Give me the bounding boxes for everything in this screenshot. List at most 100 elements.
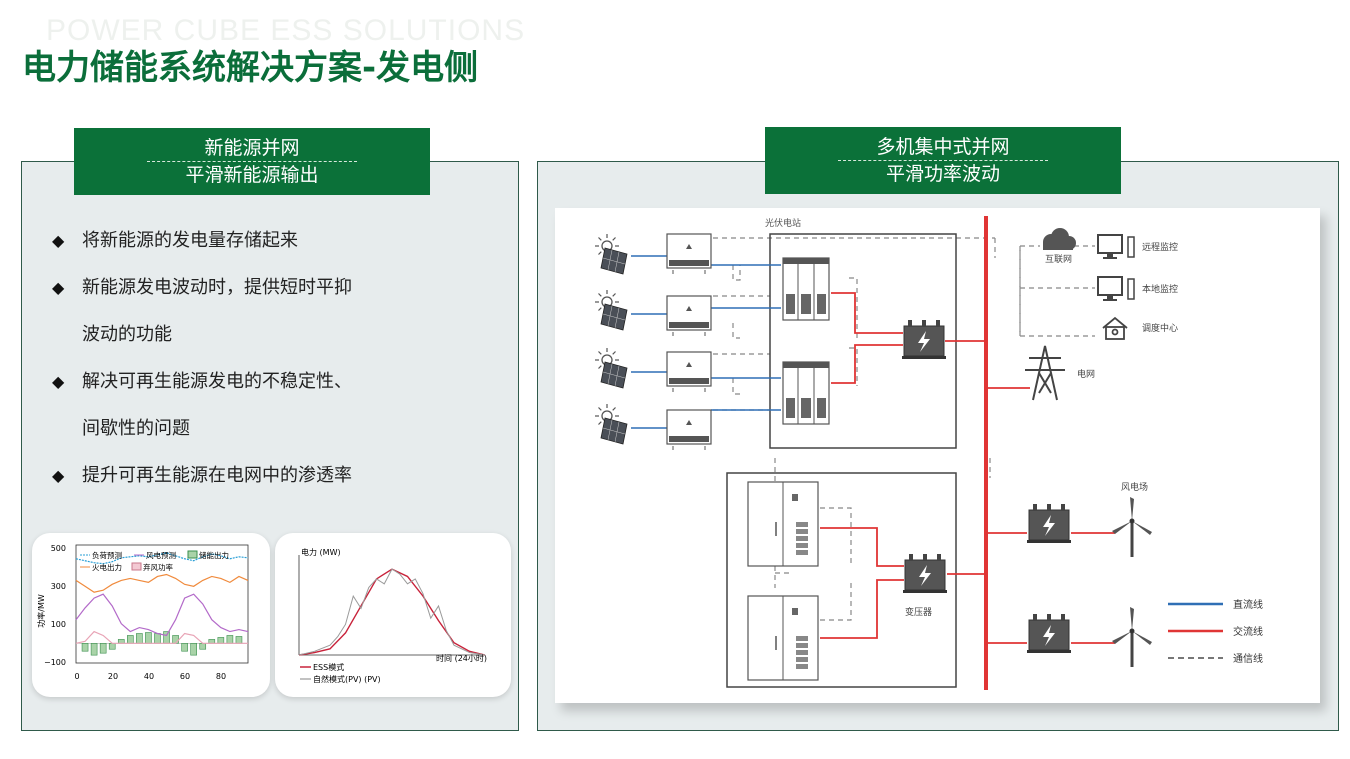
chart1-bar <box>154 633 161 644</box>
chart1-series-line <box>75 573 249 593</box>
chart1-bar <box>163 631 170 644</box>
chart-card-power: 功率/MW 500 300 100 −100 0 20 40 60 80 负荷预… <box>32 533 270 697</box>
system-diagram: 光伏电站 <box>555 208 1320 703</box>
grid-tower-icon <box>1025 345 1065 401</box>
wind-turbine-icon <box>1110 495 1154 559</box>
chart1-legend: 储能出力 <box>199 550 229 560</box>
local-monitor-label: 本地监控 <box>1142 283 1178 295</box>
bullet-text: 新能源发电波动时，提供短时平抑 <box>82 277 352 298</box>
pv-array-1 <box>594 233 628 275</box>
chart2-xlabel: 时间 (24小时) <box>436 653 487 663</box>
chart1-xtick: 80 <box>216 672 226 681</box>
legend-swatch <box>131 562 142 571</box>
chart1-series-line <box>75 552 249 565</box>
chart-card-pv: 电力 (MW) 时间 (24小时) ESS模式 自然模式(PV) (PV) <box>275 533 511 697</box>
chart1-bar <box>190 643 197 656</box>
legend-comm-label: 通信线 <box>1233 652 1263 665</box>
ess-unit <box>747 481 819 567</box>
pv-inverter-cabinet <box>782 361 830 425</box>
chart1-ytick: 500 <box>51 544 66 553</box>
wind-turbine-icon <box>1110 605 1154 669</box>
ess-unit <box>747 595 819 681</box>
combiner-box <box>666 233 712 275</box>
combiner-box <box>666 409 712 451</box>
diamond-icon: ◆ <box>52 466 65 485</box>
transformer-icon <box>1026 503 1072 544</box>
bullet-text: 波动的功能 <box>82 324 172 345</box>
pv-array-2 <box>594 289 628 331</box>
bullet-spacer <box>52 320 82 367</box>
chart1-bar <box>145 632 152 644</box>
system-diagram-svg: 光伏电站 <box>594 216 1263 690</box>
dispatch-center-label: 调度中心 <box>1142 322 1178 334</box>
legend-swatch <box>187 550 198 559</box>
left-tag-line1: 新能源并网 <box>147 136 357 162</box>
transformer-icon <box>902 553 948 594</box>
chart1-legend: 负荷预测 <box>92 550 122 560</box>
bullet-item: ◆ 将新能源的发电量存储起来 <box>52 226 492 273</box>
bullet-item: ◆ 提升可再生能源在电网中的渗透率 <box>52 461 492 508</box>
chart1-bar <box>199 643 207 650</box>
chart1-bar <box>90 643 98 656</box>
chart1-xtick: 60 <box>180 672 190 681</box>
cloud-icon <box>1043 228 1076 250</box>
ac-lines <box>820 216 1115 690</box>
chart1-ylabel: 功率/MW <box>36 594 46 628</box>
bullet-item: 间歇性的问题 <box>52 414 492 461</box>
bullet-item: 波动的功能 <box>52 320 492 367</box>
bullet-list: ◆ 将新能源的发电量存储起来 ◆ 新能源发电波动时，提供短时平抑 波动的功能 ◆ 解决… <box>52 226 492 508</box>
chart1-ytick: −100 <box>44 658 66 667</box>
watermark: POWER CUBE ESS SOLUTIONS <box>46 14 526 47</box>
bullet-text: 解决可再生能源发电的不稳定性、 <box>82 371 352 392</box>
home-icon <box>1102 316 1128 340</box>
pv-chart: 电力 (MW) 时间 (24小时) ESS模式 自然模式(PV) (PV) <box>298 547 487 684</box>
left-tag: 新能源并网 平滑新能源输出 <box>74 128 430 195</box>
transformer-icon <box>901 319 947 360</box>
chart1-frame <box>75 544 249 664</box>
chart1-xtick: 40 <box>144 672 154 681</box>
right-tag-line1: 多机集中式并网 <box>838 135 1048 161</box>
chart1-bar <box>226 635 234 644</box>
page-title: 电力储能系统解决方案-发电侧 <box>22 48 479 88</box>
chart1-series-line <box>75 593 249 637</box>
dc-lines <box>631 255 781 429</box>
chart1-bar <box>172 635 179 644</box>
chart2-series-line <box>298 568 486 656</box>
chart2-legend: 自然模式(PV) (PV) <box>313 674 381 684</box>
chart1-bar <box>127 635 134 644</box>
monitor-icon <box>1097 234 1135 260</box>
legend-dc-label: 直流线 <box>1233 598 1263 611</box>
grid-label: 电网 <box>1077 368 1095 380</box>
pv-station-label: 光伏电站 <box>765 217 801 229</box>
chart1-ytick: 300 <box>51 582 66 591</box>
chart1-ytick: 100 <box>51 620 66 629</box>
internet-label: 互联网 <box>1045 254 1072 265</box>
chart1-xtick: 20 <box>108 672 118 681</box>
diamond-icon: ◆ <box>52 372 65 391</box>
bullet-spacer <box>52 414 82 461</box>
chart1-series-line <box>75 630 248 644</box>
right-tag-line2: 平滑功率波动 <box>885 163 1000 185</box>
pv-inverter-cabinet <box>782 257 830 321</box>
chart1-legend: 风电预测 <box>146 550 176 560</box>
chart1-bar <box>217 637 225 644</box>
wind-farm-label: 风电场 <box>1121 481 1148 493</box>
left-tag-line2: 平滑新能源输出 <box>185 164 319 186</box>
combiner-box <box>666 351 712 393</box>
chart1-bar <box>108 643 116 650</box>
chart2-legend: ESS模式 <box>313 662 344 672</box>
chart2-ylabel: 电力 (MW) <box>301 547 341 557</box>
diamond-icon: ◆ <box>52 231 65 250</box>
chart1-xtick: 0 <box>74 672 79 681</box>
chart2-series-line <box>298 568 486 656</box>
bullet-text: 将新能源的发电量存储起来 <box>82 230 298 251</box>
right-tag: 多机集中式并网 平滑功率波动 <box>765 127 1121 194</box>
combiner-box <box>666 295 712 337</box>
ess-box <box>726 472 957 688</box>
remote-monitor-label: 远程监控 <box>1142 241 1178 253</box>
chart1-bar <box>136 633 143 644</box>
pv-array-3 <box>594 347 628 389</box>
bullet-text: 提升可再生能源在电网中的渗透率 <box>82 465 352 486</box>
power-chart: 功率/MW 500 300 100 −100 0 20 40 60 80 负荷预… <box>36 544 249 681</box>
chart1-legend: 弃风功率 <box>143 562 173 572</box>
